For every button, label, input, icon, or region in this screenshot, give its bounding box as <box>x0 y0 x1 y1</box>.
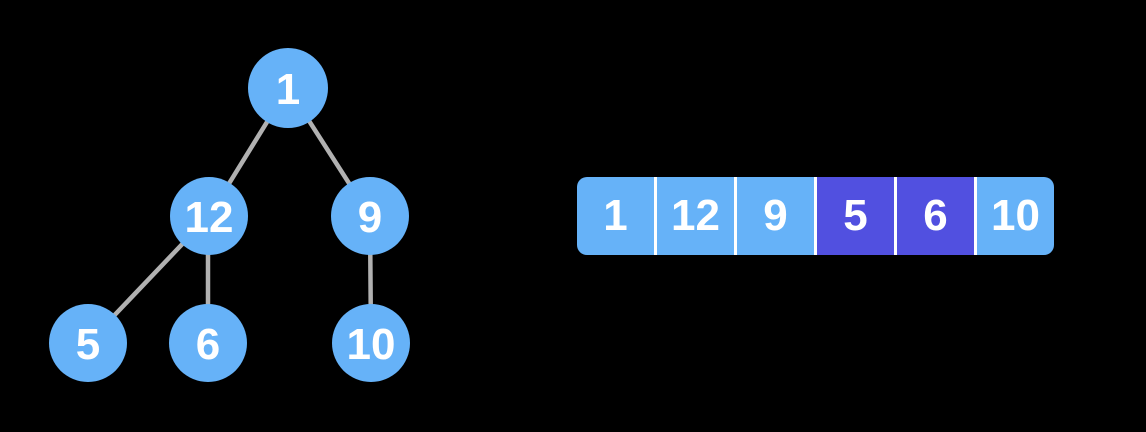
array-visualization: 1 12 9 5 6 10 <box>577 177 1054 255</box>
tree-node-10: 10 <box>332 304 410 382</box>
tree-node-circle <box>248 48 328 128</box>
tree-node-12: 12 <box>170 177 248 255</box>
tree-node-circle <box>169 304 247 382</box>
array-cell: 6 <box>894 177 974 255</box>
array-cell: 5 <box>814 177 894 255</box>
binary-tree-diagram: 1 12 9 5 6 10 <box>49 48 410 382</box>
array-cell: 1 <box>577 177 654 255</box>
tree-node-1: 1 <box>248 48 328 128</box>
tree-node-circle <box>49 304 127 382</box>
tree-node-label: 6 <box>196 320 220 369</box>
tree-node-label: 5 <box>76 320 100 369</box>
array-cell: 10 <box>974 177 1054 255</box>
tree-node-circle <box>332 304 410 382</box>
tree-node-circle <box>331 177 409 255</box>
tree-node-label: 10 <box>347 320 396 369</box>
tree-node-label: 9 <box>358 193 382 242</box>
tree-node-label: 1 <box>276 65 300 114</box>
array-cell: 12 <box>654 177 734 255</box>
tree-node-label: 12 <box>185 193 234 242</box>
tree-node-circle <box>170 177 248 255</box>
tree-node-5: 5 <box>49 304 127 382</box>
tree-node-9: 9 <box>331 177 409 255</box>
tree-node-6: 6 <box>169 304 247 382</box>
array-cell: 9 <box>734 177 814 255</box>
